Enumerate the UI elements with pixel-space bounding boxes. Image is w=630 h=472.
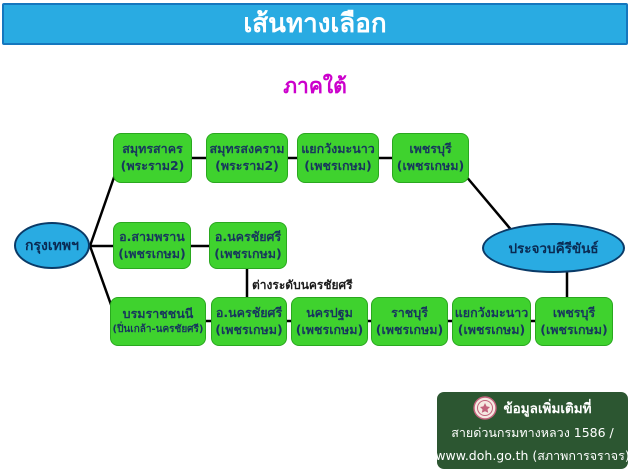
node-place: สมุทรสาคร <box>122 141 183 157</box>
node-road: (เพชรเกษม) <box>295 321 364 337</box>
page-title-bar: เส้นทางเลือก <box>2 3 628 45</box>
node-sam-phran: อ.สามพราน (เพชรเกษม) <box>113 222 191 269</box>
node-place: สมุทรสงคราม <box>209 141 285 157</box>
node-place: อ.นครชัยศรี <box>215 304 283 320</box>
node-nakhon-chai-si-bottom: อ.นครชัยศรี (เพชรเกษม) <box>211 297 287 346</box>
node-wang-manao-junction-bottom: แยกวังมะนาว (เพชรเกษม) <box>452 297 531 346</box>
node-road: (เพชรเกษม) <box>457 321 526 337</box>
node-place: อ.สามพราน <box>119 228 185 244</box>
node-place: แยกวังมะนาว <box>454 304 529 320</box>
footer-line1: ข้อมูลเพิ่มเติมที่ <box>503 400 592 417</box>
node-phetchaburi-top: เพชรบุรี (เพชรเกษม) <box>392 133 469 183</box>
node-samut-sakhon: สมุทรสาคร (พระราม2) <box>113 133 192 183</box>
node-road: (เพชรเกษม) <box>304 158 372 173</box>
node-road: (เพชรเกษม) <box>375 321 444 337</box>
node-phetchaburi-bottom: เพชรบุรี (เพชรเกษม) <box>535 297 613 346</box>
node-place: เพชรบุรี <box>409 141 452 157</box>
node-road: (พระราม2) <box>215 158 279 173</box>
node-place: เพชรบุรี <box>552 304 596 320</box>
node-place: ราชบุรี <box>391 304 428 320</box>
node-road: (เพชรเกษม) <box>540 321 608 337</box>
node-place: อ.นครชัยศรี <box>214 228 282 244</box>
node-ratchaburi: ราชบุรี (เพชรเกษม) <box>371 297 448 346</box>
node-place: แยกวังมะนาว <box>301 141 375 157</box>
node-place: บรมราชชนนี <box>122 306 194 322</box>
page-title: เส้นทางเลือก <box>243 9 387 39</box>
node-road: (เพชรเกษม) <box>118 245 186 261</box>
terminal-prachuap-label: ประจวบคีรีขันธ์ <box>508 241 599 257</box>
node-nakhon-pathom: นครปฐม (เพชรเกษม) <box>291 297 368 346</box>
node-road: (เพชรเกษม) <box>215 321 283 337</box>
footer-info-box: ข้อมูลเพิ่มเติมที่ สายด่วนกรมทางหลวง 158… <box>435 392 630 469</box>
interchange-note: ต่างระดับนครชัยศรี <box>252 278 353 292</box>
footer-line2: สายด่วนกรมทางหลวง 1586 / <box>451 424 614 440</box>
section-title: ภาคใต้ <box>283 74 347 98</box>
terminal-prachuap: ประจวบคีรีขันธ์ <box>482 223 625 273</box>
node-wang-manao-junction-top: แยกวังมะนาว (เพชรเกษม) <box>297 133 379 183</box>
node-nakhon-chai-si-mid: อ.นครชัยศรี (เพชรเกษม) <box>209 222 287 269</box>
footer-line3: www.doh.go.th (สภาพการจราจร) <box>435 447 630 463</box>
terminal-bangkok-label: กรุงเทพฯ <box>25 237 79 254</box>
node-road: (พระราม2) <box>120 158 185 173</box>
node-place: นครปฐม <box>306 304 353 320</box>
node-borommaratchachonnani: บรมราชชนนี (ปิ่นเกล้า-นครชัยศรี) <box>110 297 206 346</box>
doh-seal-icon <box>473 395 498 420</box>
node-road: (ปิ่นเกล้า-นครชัยศรี) <box>112 324 204 336</box>
terminal-bangkok: กรุงเทพฯ <box>14 222 90 269</box>
node-samut-songkhram: สมุทรสงคราม (พระราม2) <box>206 133 288 183</box>
node-road: (เพชรเกษม) <box>214 245 282 261</box>
node-road: (เพชรเกษม) <box>396 158 465 173</box>
